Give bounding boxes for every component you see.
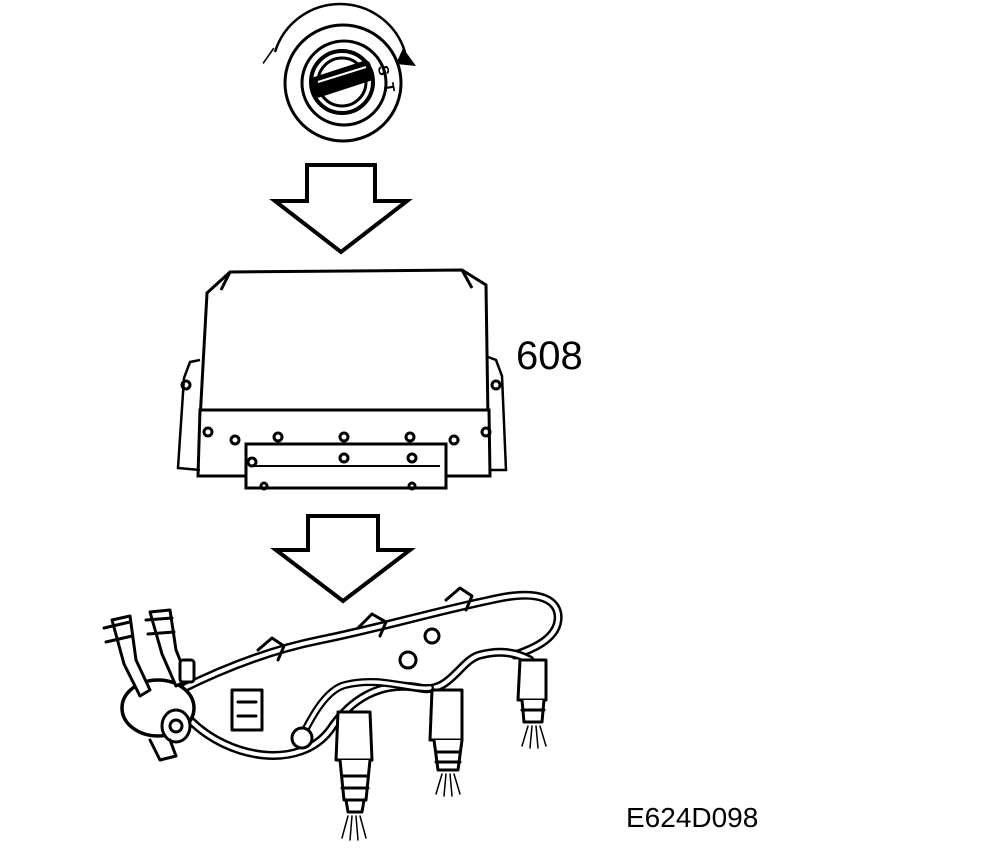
component-number-label: 608: [516, 334, 583, 378]
injector-harness-icon: [102, 586, 563, 841]
figure-code-label: E624D098: [626, 802, 759, 833]
flow-arrow-down-icon: [270, 514, 416, 604]
flow-arrow-down-icon: [269, 163, 413, 255]
ignition-switch-icon: [273, 2, 416, 143]
control-module-icon: [176, 268, 508, 491]
